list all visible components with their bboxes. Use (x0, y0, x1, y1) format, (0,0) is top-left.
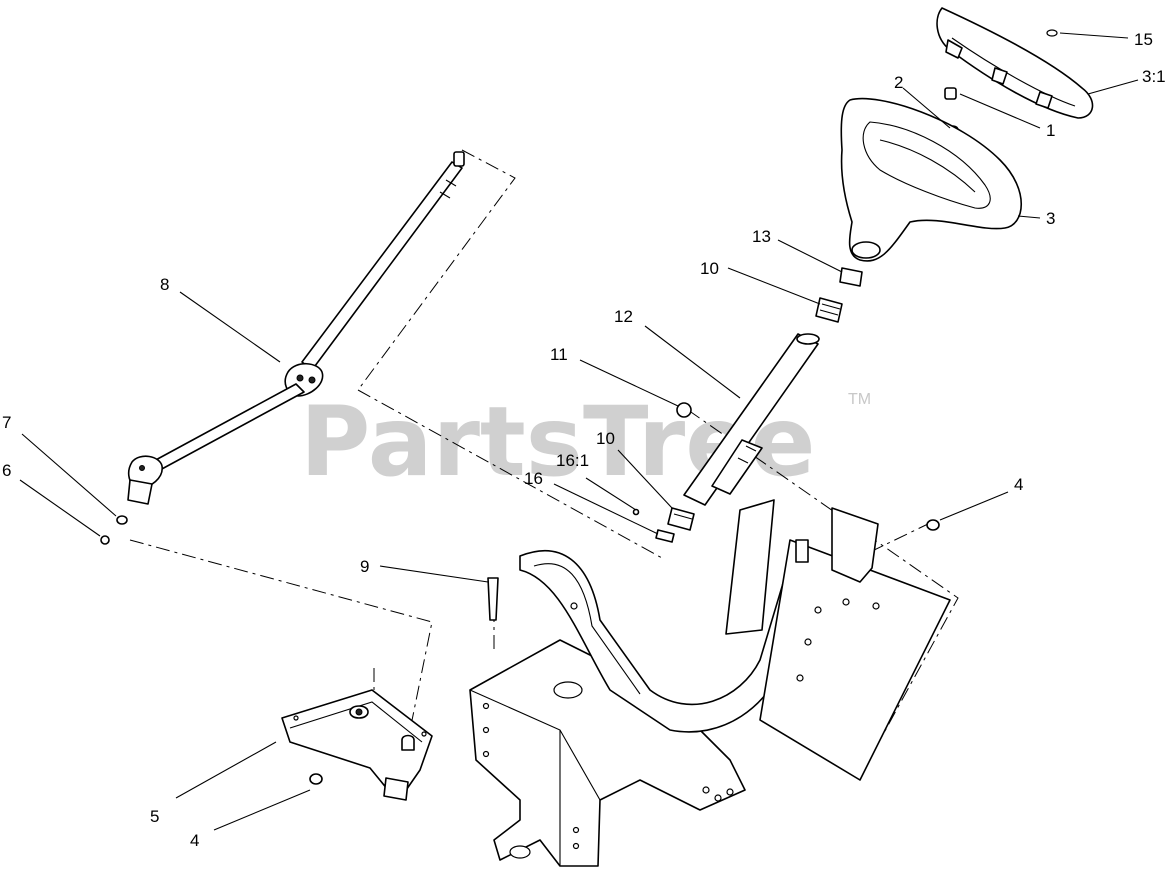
leader-lines (19, 32, 1139, 831)
pin-16 (655, 529, 675, 543)
callout-16: 16 (524, 469, 543, 488)
callout-13: 13 (752, 227, 771, 246)
callout-11: 11 (550, 345, 568, 364)
callout-12: 12 (614, 307, 633, 326)
callout-6: 6 (2, 461, 11, 480)
nut-4-right (926, 519, 940, 531)
callout-8: 8 (160, 275, 169, 294)
steering-wheel (840, 97, 1023, 262)
chassis-frame (469, 499, 951, 867)
callout-7: 7 (2, 413, 11, 432)
spacer-13 (839, 267, 863, 287)
assembly-centerlines (129, 149, 959, 781)
callout-10-upper: 10 (700, 259, 719, 278)
callout-9: 9 (360, 557, 369, 576)
callout-labels: 15 2 3:1 1 3 13 10 12 11 10 16:1 16 8 7 … (2, 30, 1166, 850)
callout-5: 5 (150, 807, 159, 826)
steering-wheel-cap (936, 7, 1094, 119)
cap-screw-15 (1046, 29, 1058, 37)
bushing-10-upper (815, 297, 843, 323)
callout-4-right: 4 (1014, 475, 1023, 494)
pin-16-1 (632, 508, 640, 516)
callout-15: 15 (1134, 30, 1153, 49)
ball-11 (676, 402, 692, 418)
nut-1 (944, 87, 957, 100)
callout-4-lower: 4 (190, 831, 199, 850)
steering-gearbox-5 (281, 689, 433, 801)
bushing-10-lower (667, 507, 695, 531)
steering-column-tube-12 (683, 333, 820, 506)
nut-4-lower (309, 773, 323, 785)
callout-16-1: 16:1 (556, 451, 589, 470)
callout-1: 1 (1046, 121, 1055, 140)
callout-3-1: 3:1 (1142, 67, 1166, 86)
bolt-9 (487, 577, 499, 621)
watermark-trademark: TM (848, 391, 871, 408)
callout-2: 2 (894, 73, 903, 92)
washer-7 (116, 515, 128, 525)
callout-3: 3 (1046, 209, 1055, 228)
bolt-6 (100, 535, 110, 545)
steering-shaft-8 (127, 151, 465, 505)
callout-10-lower: 10 (596, 429, 615, 448)
